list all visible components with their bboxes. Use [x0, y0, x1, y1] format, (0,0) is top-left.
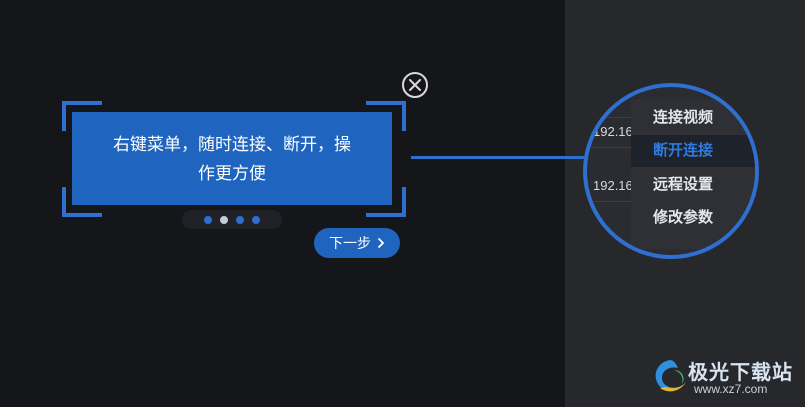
frame-corner-top-right — [366, 101, 406, 131]
callout-connector-line — [411, 156, 587, 159]
menu-item-connect-video[interactable]: 连接视频 — [653, 109, 714, 126]
frame-corner-bottom-right — [366, 187, 406, 217]
row-divider — [587, 147, 632, 148]
step-dot-1[interactable] — [204, 215, 212, 224]
device-ip-row: 192.16 — [593, 124, 632, 139]
step-dot-3[interactable] — [236, 215, 244, 224]
context-menu: 连接视频 断开连接 远程设置 修改参数 — [631, 99, 755, 249]
menu-item-modify-params[interactable]: 修改参数 — [653, 209, 714, 226]
row-divider — [587, 201, 632, 202]
guide-tip-box: 右键菜单，随时连接、断开，操 作更方便 — [72, 112, 392, 205]
frame-corner-top-left — [62, 101, 102, 131]
next-step-label: 下一步 — [329, 235, 371, 251]
device-ip-row: 192.16 — [593, 178, 632, 193]
watermark: 极光下载站 www.xz7.com — [648, 352, 798, 402]
close-icon — [409, 79, 421, 91]
guide-message-line-1: 右键菜单，随时连接、断开，操 — [113, 134, 351, 154]
step-dot-4[interactable] — [252, 215, 260, 224]
next-step-button[interactable]: 下一步 — [314, 228, 400, 258]
guide-message-line-2: 作更方便 — [198, 163, 266, 183]
step-indicator — [182, 210, 282, 229]
row-divider — [587, 117, 632, 118]
watermark-title: 极光下载站 — [688, 362, 793, 384]
close-button[interactable] — [402, 72, 428, 98]
chevron-right-icon — [378, 238, 384, 248]
magnifier-preview: 192.16 192.16 连接视频 断开连接 远程设置 修改参数 — [583, 83, 759, 259]
step-dot-2[interactable] — [220, 215, 228, 224]
frame-corner-bottom-left — [62, 187, 102, 217]
menu-item-remote-settings[interactable]: 远程设置 — [653, 176, 714, 193]
watermark-url: www.xz7.com — [694, 382, 768, 396]
aurora-logo-icon — [655, 360, 686, 392]
menu-item-disconnect[interactable]: 断开连接 — [631, 135, 755, 167]
guide-message: 右键菜单，随时连接、断开，操 作更方便 — [113, 130, 351, 188]
